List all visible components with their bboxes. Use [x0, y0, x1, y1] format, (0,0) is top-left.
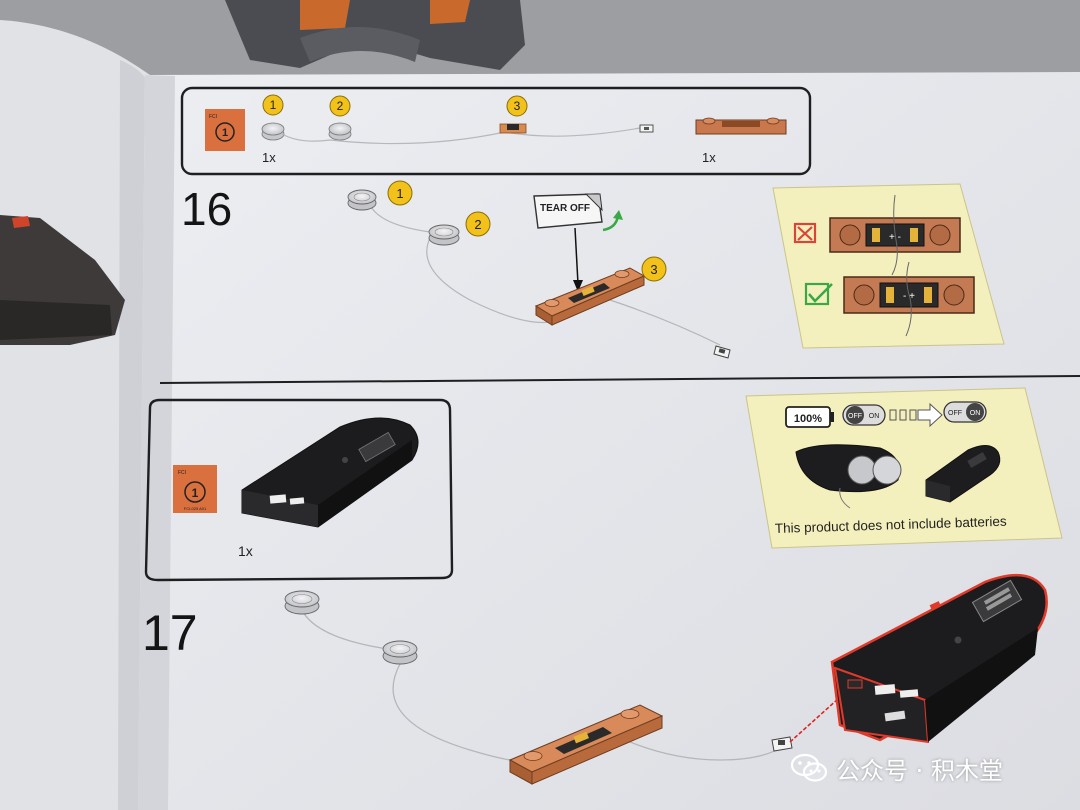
- step-16-orange-plate: [534, 267, 646, 326]
- tear-off-arrow: [573, 227, 583, 292]
- step-17-connector-icon: [771, 736, 793, 752]
- bag-label-icon-step17: 1 FCI FCI-025 A01: [173, 465, 217, 513]
- step-17: 17: [142, 573, 1048, 785]
- step-divider: [159, 375, 1080, 384]
- svg-text:1: 1: [270, 98, 277, 112]
- wechat-icon: [790, 753, 828, 782]
- switch-on-icon: OFF ON: [943, 401, 987, 423]
- svg-text:3: 3: [514, 99, 521, 113]
- battery-box-callout: [241, 417, 419, 528]
- svg-text:FCI-025 A01: FCI-025 A01: [184, 506, 207, 511]
- svg-text:OFF: OFF: [948, 410, 962, 417]
- svg-text:OFF: OFF: [848, 413, 862, 420]
- step-16-number: 16: [181, 183, 232, 235]
- step-17-stud-2: [382, 640, 418, 665]
- svg-text:2: 2: [474, 217, 481, 232]
- bag-label-brand: FCI: [209, 114, 217, 120]
- battery-box-assembly: [830, 573, 1048, 744]
- transition-arrow-icon: [889, 402, 943, 428]
- svg-text:FCI: FCI: [178, 470, 186, 476]
- callout-wire: [281, 127, 641, 145]
- wrong-orientation-icon: [793, 222, 817, 244]
- left-page-model: [0, 215, 125, 345]
- battery-note: This product does not include batteries: [775, 514, 1007, 536]
- orientation-panel: + - - +: [772, 183, 1005, 349]
- svg-text:3: 3: [650, 262, 657, 277]
- battery-info-panel: 100% OFF ON OFF ON: [745, 387, 1063, 549]
- callout-qty-step17: 1x: [238, 543, 253, 559]
- svg-text:ON: ON: [869, 413, 880, 420]
- callout-orange-plate: [695, 117, 787, 135]
- step-16-badge-2: 2: [465, 211, 491, 237]
- watermark: 公众号 · 积木堂: [790, 748, 1003, 788]
- left-page: [0, 20, 150, 810]
- parts-callout-top: 1 FCI 1 2 3: [180, 86, 812, 176]
- open-battery-box-icon: [795, 444, 902, 509]
- right-orientation-plate: - +: [843, 261, 975, 337]
- step-16: 16 1 2 TEAR OFF: [181, 180, 1005, 359]
- right-orientation-icon: [804, 282, 833, 306]
- svg-text:1: 1: [192, 486, 199, 500]
- step-16-badge-1: 1: [387, 180, 413, 206]
- step-16-badge-3: 3: [641, 256, 667, 282]
- step-17-number: 17: [142, 605, 198, 661]
- callout-badge-3: 3: [506, 95, 528, 117]
- bag-label-number: 1: [222, 127, 228, 139]
- callout-connector-icon: [639, 124, 654, 133]
- switch-off-icon: OFF ON: [842, 404, 886, 426]
- battery-level-icon: 100%: [785, 406, 834, 428]
- callout-stud-2: [328, 122, 352, 141]
- watermark-text: 公众号 · 积木堂: [836, 756, 1003, 785]
- step-17-stud-1: [284, 590, 320, 615]
- svg-text:ON: ON: [970, 410, 981, 417]
- svg-text:2: 2: [337, 99, 344, 113]
- step-16-wire: [369, 204, 721, 346]
- tear-off-label: TEAR OFF: [540, 203, 590, 214]
- tear-off-tag: TEAR OFF: [533, 193, 623, 232]
- callout-badge-1: 1: [262, 94, 284, 116]
- step-16-stud-2: [428, 224, 460, 246]
- parts-callout-step17: 1 FCI FCI-025 A01 1x: [144, 398, 454, 582]
- callout-qty-right: 1x: [702, 150, 716, 165]
- callout-badge-2: 2: [329, 95, 351, 117]
- callout-led-module: [499, 123, 527, 134]
- callout-qty-left: 1x: [262, 150, 276, 165]
- callout-stud-1: [261, 122, 285, 141]
- battery-charge-label: 100%: [794, 413, 822, 425]
- closed-battery-box-icon: [925, 445, 1001, 503]
- bag-label-icon: 1 FCI: [205, 109, 245, 151]
- step-16-stud-1: [347, 189, 377, 211]
- brick-model-top: [225, 0, 525, 70]
- wrong-orientation-plate: + -: [829, 194, 961, 276]
- step-17-orange-plate: [508, 704, 664, 785]
- svg-text:+ -: + -: [889, 232, 901, 243]
- svg-text:1: 1: [396, 186, 403, 201]
- step-16-connector-icon: [713, 345, 731, 359]
